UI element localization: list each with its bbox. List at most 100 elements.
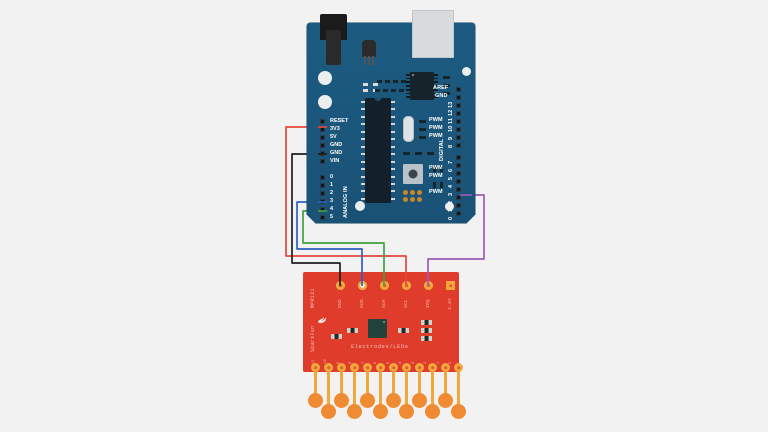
mpr-pad-gnd[interactable] [336, 281, 345, 290]
header-pin-d7[interactable] [456, 155, 461, 160]
power-header[interactable] [320, 119, 327, 164]
electrode-pad-3[interactable] [412, 393, 427, 408]
digital-label-0: 0 [448, 216, 454, 220]
electrode-top-9 [337, 363, 346, 372]
status-led [373, 83, 378, 86]
digital-label-1: 1 [448, 208, 454, 212]
electrode-pad-1[interactable] [438, 393, 453, 408]
electrode-pad-8[interactable] [347, 404, 362, 419]
electrode-pad-0[interactable] [451, 404, 466, 419]
header-pin-d4[interactable] [456, 179, 461, 184]
smd-component [399, 89, 404, 92]
analog-label-0: 0 [330, 174, 334, 180]
digital-header-upper[interactable] [456, 87, 463, 187]
header-pin-gnd-2[interactable] [320, 151, 325, 156]
header-pin-d8[interactable] [456, 143, 461, 148]
mpr-pad-sda[interactable] [380, 281, 389, 290]
icsp-header[interactable] [403, 190, 422, 202]
header-pin-a4[interactable] [320, 207, 325, 212]
header-pin-gnd-digital[interactable] [456, 95, 461, 100]
analog-label-5: 5 [330, 213, 334, 220]
electrode-lead-11 [314, 367, 317, 400]
digital-header-lower[interactable] [456, 155, 463, 216]
smd-component [383, 89, 388, 92]
header-pin-a0[interactable] [320, 175, 325, 180]
power-label-vin: VIN [330, 157, 340, 164]
header-pin-3v3[interactable] [320, 127, 325, 132]
header-pin-5v[interactable] [320, 135, 325, 140]
electrode-lead-7 [366, 367, 369, 400]
regulator-leg [364, 56, 366, 65]
header-pin-d2[interactable] [456, 195, 461, 200]
header-pin-d6[interactable] [456, 163, 461, 168]
header-pin-a1[interactable] [320, 183, 325, 188]
electrode-lead-8 [353, 367, 356, 411]
electrode-pad-2[interactable] [425, 404, 440, 419]
electrode-pad-6[interactable] [373, 404, 388, 419]
dip-notch [374, 97, 382, 101]
mpr-pad-3v3[interactable] [446, 281, 455, 290]
reset-button[interactable] [403, 164, 423, 184]
smd-component [443, 76, 450, 79]
electrode-pad-5[interactable] [386, 393, 401, 408]
pwm-label-11: PWM [429, 117, 443, 123]
smd-component [440, 166, 443, 172]
reset-button-cap[interactable] [408, 169, 418, 179]
digital-label-9: 9 [448, 136, 454, 140]
power-label-gnd-2: GND [330, 149, 343, 156]
electrode-pad-10[interactable] [321, 404, 336, 419]
dip-pins-left [361, 101, 365, 200]
power-label-reset: RESET [330, 118, 349, 124]
electrode-lead-9 [340, 367, 343, 400]
digital-label-5: 5 [448, 176, 454, 180]
electrode-pad-11[interactable] [308, 393, 323, 408]
header-pin-d0[interactable] [456, 211, 461, 216]
header-pin-d11[interactable] [456, 119, 461, 124]
arduino-uno-board[interactable]: RESET 3V3 5V GND GND VIN 0 1 2 3 4 5 ANA… [306, 10, 476, 224]
header-pin-d10[interactable] [456, 127, 461, 132]
header-pin-a2[interactable] [320, 191, 325, 196]
mpr-pad-scl[interactable] [402, 281, 411, 290]
header-pin-a3[interactable] [320, 199, 325, 204]
header-pin-d12[interactable] [456, 111, 461, 116]
smd-component [419, 128, 426, 131]
header-pin-d9[interactable] [456, 135, 461, 140]
header-pin-d1[interactable] [456, 203, 461, 208]
regulator-leg [368, 56, 370, 65]
mpr-label-irq: IRQ [426, 299, 431, 308]
smd-component [375, 89, 380, 92]
sparkfun-flame-icon [318, 317, 327, 324]
mpr121-breakout-board[interactable]: MPR121 SparkFun GND ADD SDA SCL IRQ 3.3V [303, 272, 459, 372]
digital-header-label: DIGITAL [439, 138, 445, 161]
pwm-label-10: PWM [429, 125, 443, 131]
header-pin-d13[interactable] [456, 103, 461, 108]
header-pin-d3[interactable] [456, 187, 461, 192]
smd-component [440, 182, 443, 188]
mpr-pad-add[interactable] [358, 281, 367, 290]
electrode-pad-4[interactable] [399, 404, 414, 419]
smd-component [419, 120, 426, 123]
electrode-pad-7[interactable] [360, 393, 375, 408]
electrode-pad-9[interactable] [334, 393, 349, 408]
analog-header[interactable] [320, 175, 327, 220]
header-pin-d5[interactable] [456, 171, 461, 176]
mpr-pad-irq[interactable] [424, 281, 433, 290]
chip-legs-left [406, 74, 410, 98]
pwm-label-9: PWM [429, 133, 443, 139]
digital-label-gnd: GND [435, 93, 448, 99]
header-pin-a5[interactable] [320, 215, 325, 220]
analog-label-3: 3 [330, 197, 334, 204]
header-pin-aref[interactable] [456, 87, 461, 92]
header-pin-gnd-1[interactable] [320, 143, 325, 148]
header-pin-reset[interactable] [320, 119, 325, 124]
electrode-top-8 [350, 363, 359, 372]
digital-label-3: 3 [448, 192, 454, 196]
smd-component [393, 80, 398, 83]
analog-pin-numbers: 0 1 2 3 4 5 [330, 174, 333, 221]
analog-label-1: 1 [330, 181, 334, 188]
header-pin-vin[interactable] [320, 159, 325, 164]
digital-label-10: 10 [448, 125, 454, 132]
mounting-hole [355, 201, 365, 211]
voltage-regulator [362, 40, 376, 57]
